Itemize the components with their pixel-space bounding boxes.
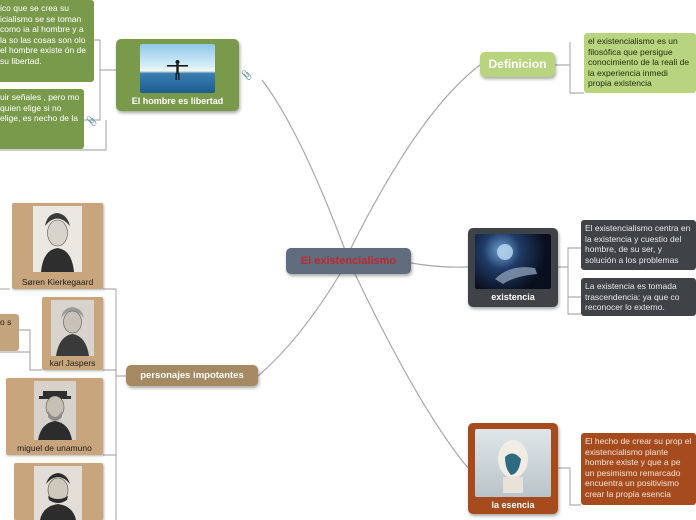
portrait-icon	[51, 300, 94, 356]
fourth-portrait	[34, 466, 82, 520]
libertad-note-1-text: ico que se crea su icialismo se se toman…	[0, 3, 86, 66]
unamuno-portrait	[34, 381, 76, 440]
person-name: karl Jaspers	[49, 358, 96, 368]
topic-existencia[interactable]: existencia	[468, 228, 558, 307]
definicion-note[interactable]: el existencialismo es un filosófica que …	[584, 33, 696, 93]
attachment-icon[interactable]: 📎	[86, 116, 98, 126]
esencia-image	[475, 429, 551, 497]
topic-libertad-label: El hombre es libertad	[131, 96, 224, 106]
existencia-note-2-text: La existencia es tomada trascendencia: y…	[585, 281, 680, 312]
libertad-note-2-text: uir señales , pero mo quien elige si no …	[0, 92, 80, 123]
libertad-image	[140, 44, 215, 93]
attachment-icon[interactable]: 📎	[241, 70, 253, 80]
central-topic-label: El existencialismo	[300, 255, 397, 267]
esencia-note-text: El hecho de crear su prop el existencial…	[585, 436, 692, 499]
head-sculpture-icon	[498, 440, 528, 493]
topic-personajes[interactable]: personajes impotantes	[126, 365, 258, 386]
kierkegaard-portrait	[33, 206, 82, 272]
portrait-icon	[33, 206, 82, 272]
jaspers-portrait	[51, 300, 94, 356]
person-card-unamuno[interactable]: miguel de unamuno	[6, 378, 103, 455]
person-name: Søren Kierkegaard	[21, 277, 94, 287]
existencia-note-1[interactable]: El existencialismo centra en la existenc…	[581, 220, 696, 270]
person-card-kierkegaard[interactable]: Søren Kierkegaard	[12, 203, 103, 289]
definicion-note-text: el existencialismo es un filosófica que …	[588, 36, 690, 88]
person-silhouette-icon	[167, 60, 188, 80]
hand-sphere-icon	[495, 244, 537, 284]
libertad-note-2[interactable]: uir señales , pero mo quien elige si no …	[0, 89, 84, 149]
topic-definicion[interactable]: Definicion	[480, 52, 555, 77]
portrait-icon	[34, 466, 82, 520]
topic-existencia-label: existencia	[491, 292, 535, 302]
portrait-icon	[34, 381, 76, 440]
existencia-note-1-text: El existencialismo centra en la existenc…	[585, 223, 691, 265]
topic-esencia-label: la esencia	[491, 500, 535, 510]
central-topic[interactable]: El existencialismo	[286, 248, 411, 274]
person-card-jaspers[interactable]: karl Jaspers	[42, 297, 103, 370]
person-card-fourth[interactable]	[14, 463, 103, 520]
topic-libertad[interactable]: El hombre es libertad	[116, 39, 239, 111]
existencia-image	[475, 234, 551, 289]
topic-personajes-label: personajes impotantes	[140, 370, 244, 381]
topic-esencia[interactable]: la esencia	[468, 423, 558, 514]
libertad-note-1[interactable]: ico que se crea su icialismo se se toman…	[0, 0, 94, 82]
esencia-note[interactable]: El hecho de crear su prop el existencial…	[581, 433, 696, 505]
personajes-note[interactable]: o s	[0, 314, 19, 351]
topic-definicion-label: Definicion	[488, 57, 547, 71]
existencia-note-2[interactable]: La existencia es tomada trascendencia: y…	[581, 278, 696, 316]
person-name: miguel de unamuno	[17, 443, 92, 453]
personajes-note-text: o s	[0, 317, 12, 327]
